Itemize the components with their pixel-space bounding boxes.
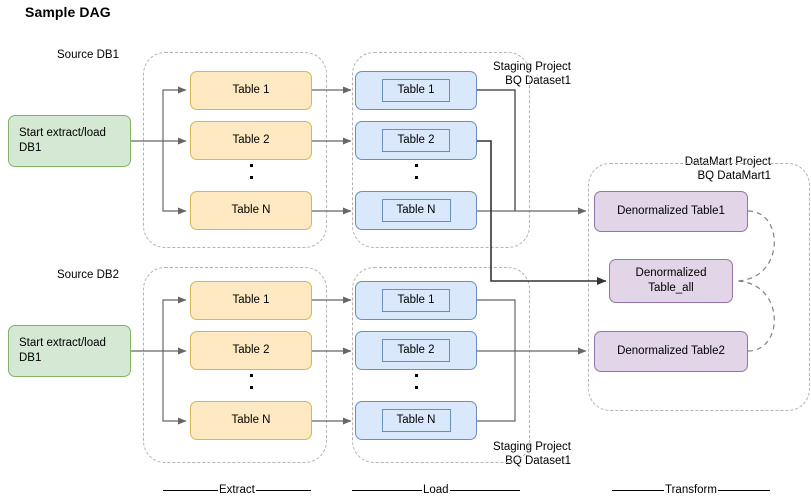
node-denormalized-table2[interactable]: Denormalized Table2 <box>594 331 748 372</box>
phase-rule-left <box>352 489 422 491</box>
node-load-db1-table-n[interactable]: Table N <box>355 191 477 230</box>
phase-label: Extract <box>219 484 255 496</box>
group-load-db2 <box>352 267 530 463</box>
node-load-db2-table-1[interactable]: Table 1 <box>355 281 477 320</box>
phase-label: Transform <box>665 484 717 496</box>
ellipsis-load-db1 <box>411 164 421 188</box>
node-label: Table 1 <box>382 289 450 312</box>
ellipsis-extract-db1 <box>246 164 256 188</box>
node-extract-db1-table-2[interactable]: Table 2 <box>190 121 312 160</box>
phase-rule-right <box>717 489 770 491</box>
node-label: Table 2 <box>382 129 450 152</box>
phase-extract: Extract <box>163 483 311 497</box>
phase-rule-right <box>449 489 520 491</box>
node-extract-db2-table-n[interactable]: Table N <box>190 401 312 440</box>
phase-rule-left <box>163 489 218 491</box>
label-datamart-project: DataMart Project BQ DataMart1 <box>684 156 771 182</box>
phase-rule-left <box>612 489 664 491</box>
node-label: Denormalized Table_all <box>635 267 707 294</box>
group-extract-db1 <box>143 52 327 248</box>
node-label: Table 2 <box>382 339 450 362</box>
label-source-db1: Source DB1 <box>57 49 120 61</box>
node-extract-db1-table-n[interactable]: Table N <box>190 191 312 230</box>
node-label: Start extract/load DB1 <box>19 337 106 364</box>
node-denormalized-table-all[interactable]: Denormalized Table_all <box>609 259 733 303</box>
label-source-db2: Source DB2 <box>57 269 120 281</box>
node-load-db1-table-2[interactable]: Table 2 <box>355 121 477 160</box>
node-label: Denormalized Table2 <box>617 345 725 357</box>
node-label: Table 1 <box>232 84 270 96</box>
node-extract-db2-table-1[interactable]: Table 1 <box>190 281 312 320</box>
phase-rule-right <box>255 489 311 491</box>
node-label: Denormalized Table1 <box>617 205 725 217</box>
node-label: Start extract/load DB1 <box>19 127 106 154</box>
group-datamart <box>588 163 810 411</box>
phase-label: Load <box>423 484 449 496</box>
ellipsis-load-db2 <box>411 374 421 398</box>
node-extract-db1-table-1[interactable]: Table 1 <box>190 71 312 110</box>
node-label: Table 2 <box>232 134 270 146</box>
node-label: Table N <box>231 204 271 216</box>
node-label: Table N <box>381 409 451 432</box>
phase-transform: Transform <box>612 483 770 497</box>
group-load-db1 <box>352 52 530 248</box>
group-extract-db2 <box>143 267 327 463</box>
page-title: Sample DAG <box>25 4 111 20</box>
node-start-extract-load-db1-top[interactable]: Start extract/load DB1 <box>8 115 131 167</box>
node-label: Table 2 <box>232 344 270 356</box>
node-load-db1-table-1[interactable]: Table 1 <box>355 71 477 110</box>
node-load-db2-table-n[interactable]: Table N <box>355 401 477 440</box>
node-label: Table N <box>231 414 271 426</box>
node-denormalized-table1[interactable]: Denormalized Table1 <box>594 191 748 232</box>
node-start-extract-load-db1-bottom[interactable]: Start extract/load DB1 <box>8 325 131 377</box>
node-label: Table 1 <box>382 79 450 102</box>
node-extract-db2-table-2[interactable]: Table 2 <box>190 331 312 370</box>
ellipsis-extract-db2 <box>246 374 256 398</box>
node-load-db2-table-2[interactable]: Table 2 <box>355 331 477 370</box>
node-label: Table N <box>381 199 451 222</box>
phase-load: Load <box>352 483 520 497</box>
node-label: Table 1 <box>232 294 270 306</box>
